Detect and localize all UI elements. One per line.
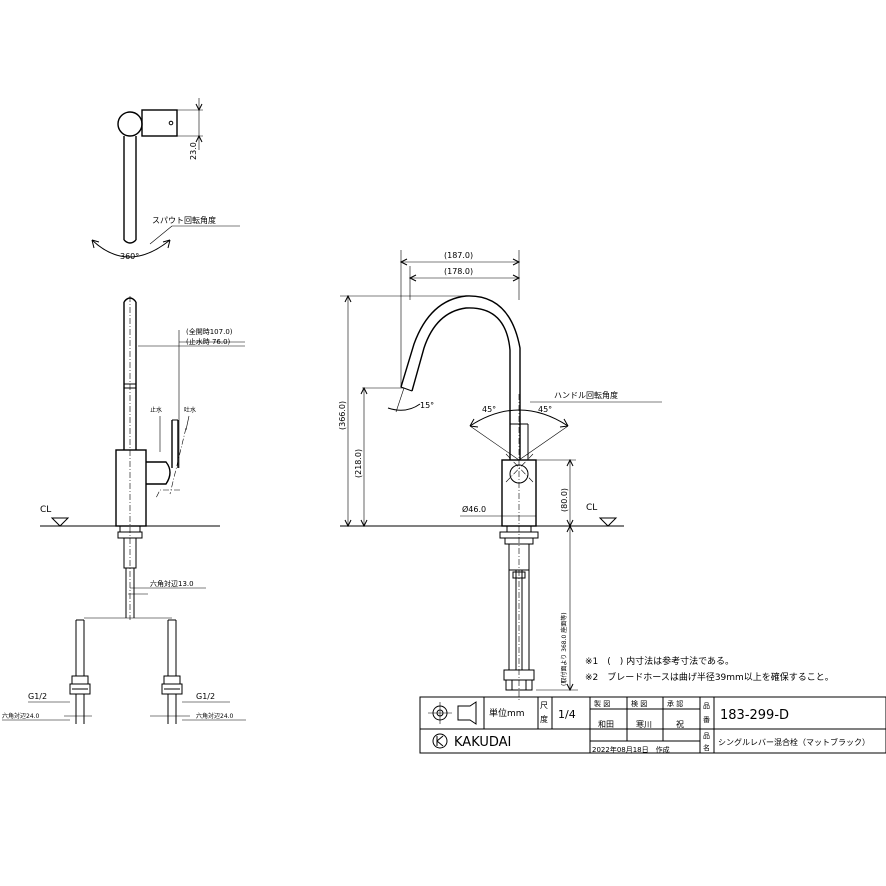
hex-13-label: 六角対辺13.0 bbox=[150, 579, 194, 588]
checker-name: 寒川 bbox=[636, 719, 652, 729]
dim-23: 23.0 bbox=[189, 142, 198, 160]
dim-46: Ø46.0 bbox=[462, 504, 486, 514]
dim-366: (366.0) bbox=[338, 401, 347, 430]
hin-2: 品 bbox=[703, 732, 710, 740]
hex-right-label: 六角対辺24.0 bbox=[196, 712, 234, 720]
col-approve: 承 認 bbox=[667, 699, 683, 708]
front-view: 45° 45° ハンドル回転角度 15° (187.0) (178.0) (36… bbox=[338, 250, 662, 700]
label-stop: 止水 bbox=[150, 406, 162, 414]
scale-label-2: 度 bbox=[540, 714, 548, 724]
hin-1: 品 bbox=[703, 702, 710, 710]
side-cl-label: CL bbox=[40, 505, 51, 515]
col-check: 検 図 bbox=[631, 699, 647, 708]
col-make: 製 図 bbox=[594, 699, 610, 708]
notes: ※1 ( ) 内寸法は参考寸法である。 ※2 ブレードホースは曲げ半径39mm以… bbox=[585, 655, 834, 683]
dim-368: (取付面より 368.0 座面等) bbox=[560, 612, 568, 686]
title-block: KAKUDAI 単位mm 尺 度 1/4 製 図 検 図 承 認 和田 寒川 祝… bbox=[419, 696, 886, 754]
scale-value: 1/4 bbox=[558, 708, 576, 721]
g-left-label: G1/2 bbox=[28, 692, 47, 701]
handle-rotation-label: ハンドル回転角度 bbox=[554, 390, 618, 400]
spout-rotation-value: 360° bbox=[120, 252, 139, 261]
dim-178: (178.0) bbox=[444, 267, 473, 276]
angle-15: 15° bbox=[420, 401, 434, 410]
dim-80: (80.0) bbox=[560, 488, 569, 512]
date-label: 2022年08月18日 作成 bbox=[592, 745, 670, 754]
ban-label: 番 bbox=[703, 716, 710, 724]
top-view: 23.0 スパウト回転角度 360° bbox=[91, 98, 240, 261]
product-name: シングルレバー混合栓（マットブラック） bbox=[718, 737, 870, 747]
unit-label: 単位mm bbox=[489, 707, 525, 719]
maker-name: 和田 bbox=[598, 720, 614, 729]
product-number: 183-299-D bbox=[720, 708, 789, 723]
dim-stop-travel: (止水時 76.0) bbox=[186, 337, 231, 346]
label-open: 吐水 bbox=[184, 406, 196, 414]
hex-left-label: 六角対辺24.0 bbox=[2, 712, 40, 720]
note-1: ※1 ( ) 内寸法は参考寸法である。 bbox=[585, 655, 734, 667]
angle-45-right: 45° bbox=[538, 405, 552, 414]
mei-label: 名 bbox=[703, 743, 710, 752]
spout-rotation-label: スパウト回転角度 bbox=[152, 215, 216, 225]
front-cl-label: CL bbox=[586, 503, 597, 513]
dim-218: (218.0) bbox=[354, 449, 363, 478]
note-2: ※2 ブレードホースは曲げ半径39mm以上を確保すること。 bbox=[585, 671, 834, 683]
angle-45-left: 45° bbox=[482, 405, 496, 414]
dim-187: (187.0) bbox=[444, 251, 473, 260]
approver-name: 祝 bbox=[676, 719, 684, 729]
brand-logo: KAKUDAI bbox=[454, 735, 511, 750]
dim-total-travel: (全開時107.0) bbox=[186, 327, 233, 336]
g-right-label: G1/2 bbox=[196, 692, 215, 701]
side-view: CL 六角対辺13.0 (全開時107.0) (止水時 76.0) 止水 吐水 … bbox=[2, 296, 246, 724]
scale-label-1: 尺 bbox=[540, 701, 548, 710]
